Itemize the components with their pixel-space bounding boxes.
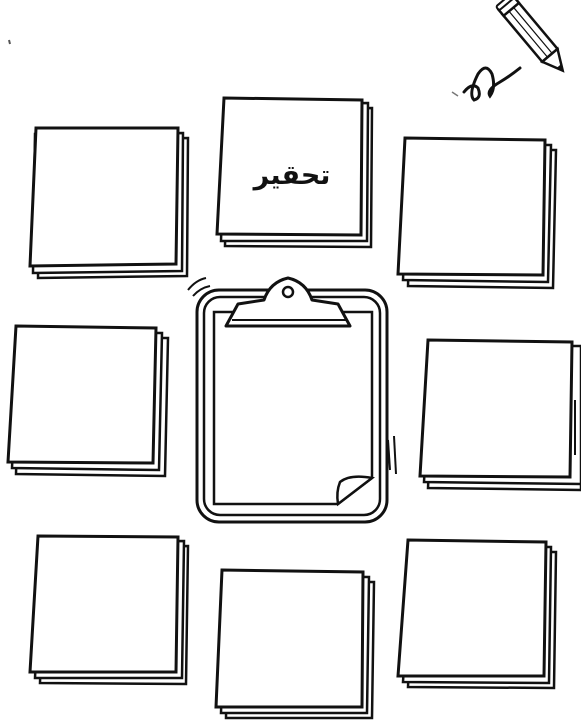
sticky-note-bottom-right[interactable] xyxy=(398,540,556,688)
note-title-text: تحقير xyxy=(252,160,331,191)
sticky-note-bottom-center[interactable] xyxy=(216,570,374,718)
sticky-note-title[interactable]: تحقير xyxy=(217,98,372,247)
sticky-note-top-right[interactable] xyxy=(398,138,556,288)
sticky-note-middle-right[interactable] xyxy=(420,340,581,490)
sticky-note-middle-left[interactable] xyxy=(8,326,168,476)
stray-mark xyxy=(9,40,10,44)
clipboard[interactable] xyxy=(188,278,396,522)
clipboard-clip xyxy=(226,278,350,326)
clipboard-paper xyxy=(214,312,372,504)
sticky-note-top-left[interactable] xyxy=(30,128,188,278)
pencil-icon xyxy=(452,0,570,100)
clip-hole xyxy=(283,287,293,297)
sticky-note-bottom-left[interactable] xyxy=(30,536,188,684)
